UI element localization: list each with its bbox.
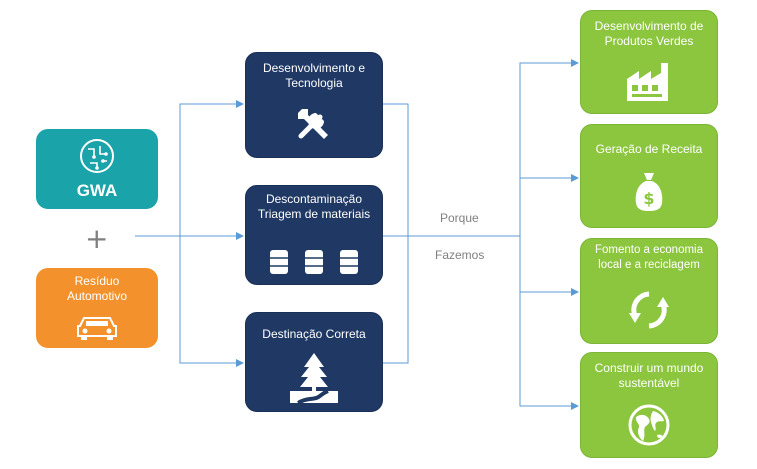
decontamination-sorting-box: Descontaminação Triagem de materiais (245, 185, 383, 285)
green-products-label: Desenvolvimento de Produtos Verdes (594, 19, 704, 48)
correct-destination-box: Destinação Correta (245, 312, 383, 412)
globe-icon (581, 403, 717, 447)
plus-sign: + (85, 222, 109, 255)
barrels-icon (246, 248, 382, 276)
correct-destination-label: Destinação Correta (262, 327, 366, 341)
revenue-generation-box: Geração de Receita $ (580, 124, 718, 228)
green-products-box: Desenvolvimento de Produtos Verdes (580, 10, 718, 114)
development-technology-label: Desenvolvimento e Tecnologia (262, 61, 366, 90)
local-economy-recycling-box: Fomento a economia local e a reciclagem (580, 238, 718, 344)
tree-road-icon (246, 351, 382, 405)
decontamination-sorting-label: Descontaminação Triagem de materiais (257, 192, 371, 221)
development-technology-box: Desenvolvimento e Tecnologia (245, 52, 383, 158)
tools-icon (246, 103, 382, 143)
automotive-residue-box: Resíduo Automotivo (36, 268, 158, 348)
why-text-line2: Fazemos (435, 248, 485, 262)
automotive-residue-label: Resíduo Automotivo (66, 274, 128, 303)
gwa-logo-icon (36, 137, 158, 175)
gwa-label: GWA (76, 181, 118, 200)
factory-icon (581, 61, 717, 103)
svg-text:$: $ (643, 189, 654, 208)
money-bag-icon: $ (581, 171, 717, 213)
why-text-line1: Porque (440, 211, 479, 225)
local-economy-recycling-label: Fomento a economia local e a reciclagem (594, 244, 704, 271)
sustainable-world-label: Construir um mundo sustentável (594, 361, 704, 390)
revenue-generation-label: Geração de Receita (595, 142, 703, 156)
sustainable-world-box: Construir um mundo sustentável (580, 352, 718, 458)
car-icon (36, 312, 158, 342)
recycle-arrows-icon (581, 289, 717, 331)
gwa-box: GWA (36, 129, 158, 209)
